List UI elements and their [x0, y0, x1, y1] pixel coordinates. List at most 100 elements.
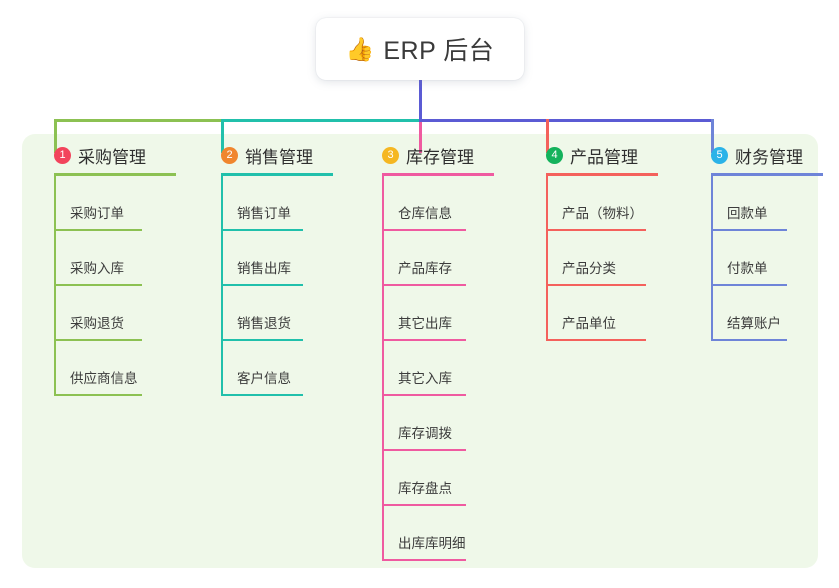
branch-item-underline — [221, 229, 303, 231]
branch-column-4: 4 产品管理产品（物料） 产品分类产品单位 — [530, 143, 695, 341]
branch-item-underline — [382, 229, 466, 231]
branch-spine — [711, 176, 713, 341]
branch-item-label: 其它入库 — [398, 371, 452, 386]
branch-spine — [382, 176, 384, 561]
drop-to-branch-4 — [546, 119, 549, 153]
branch-item[interactable]: 采购入库 — [38, 231, 198, 286]
bus-segment-2 — [221, 119, 422, 122]
branch-item-label: 回款单 — [727, 206, 768, 221]
branch-item[interactable]: 采购订单 — [38, 176, 198, 231]
branch-item[interactable]: 付款单 — [695, 231, 825, 286]
branch-item[interactable]: 供应商信息 — [38, 341, 198, 396]
branch-item-label: 销售订单 — [237, 206, 291, 221]
branch-items: 销售订单销售出库销售退货客户信息 — [205, 176, 365, 396]
branch-underline — [546, 173, 658, 176]
branch-item-label: 产品库存 — [398, 261, 452, 276]
branch-item-underline — [382, 559, 466, 561]
branch-item-underline — [546, 229, 646, 231]
branch-header-2[interactable]: 2 销售管理 — [205, 143, 365, 167]
branch-item-underline — [382, 339, 466, 341]
branch-item-underline — [382, 394, 466, 396]
branch-item[interactable]: 产品分类 — [530, 231, 695, 286]
branch-item[interactable]: 销售订单 — [205, 176, 365, 231]
branch-item[interactable]: 库存盘点 — [366, 451, 531, 506]
branch-items: 产品（物料） 产品分类产品单位 — [530, 176, 695, 341]
branch-spine — [546, 176, 548, 341]
branch-item[interactable]: 销售退货 — [205, 286, 365, 341]
branch-title: 产品管理 — [570, 147, 638, 167]
branch-item-underline — [54, 394, 142, 396]
branch-item-underline — [221, 284, 303, 286]
branch-item[interactable]: 结算账户 — [695, 286, 825, 341]
thumbs-up-icon: 👍 — [345, 35, 375, 62]
branch-underline — [382, 173, 494, 176]
branch-item[interactable]: 其它入库 — [366, 341, 531, 396]
bus-segment-1 — [54, 119, 224, 122]
branch-item-label: 产品单位 — [562, 316, 616, 331]
branch-item-label: 库存调拨 — [398, 426, 452, 441]
branch-items: 回款单付款单结算账户 — [695, 176, 825, 341]
branch-item-label: 付款单 — [727, 261, 768, 276]
branch-item-label: 其它出库 — [398, 316, 452, 331]
branch-item-underline — [711, 229, 787, 231]
drop-to-branch-1 — [54, 119, 57, 153]
root-node-label: ERP 后台 — [383, 37, 495, 65]
branch-item-underline — [382, 504, 466, 506]
branch-item[interactable]: 产品单位 — [530, 286, 695, 341]
branch-item-underline — [54, 284, 142, 286]
branch-underline — [54, 173, 176, 176]
branch-item-underline — [711, 284, 787, 286]
branch-item-label: 结算账户 — [727, 316, 781, 331]
branch-item-label: 销售退货 — [237, 316, 291, 331]
branch-item-underline — [711, 339, 787, 341]
branch-header-4[interactable]: 4 产品管理 — [530, 143, 695, 167]
branch-item-underline — [221, 339, 303, 341]
branch-items: 采购订单采购入库采购退货供应商信息 — [38, 176, 198, 396]
branch-item[interactable]: 销售出库 — [205, 231, 365, 286]
branch-item-underline — [382, 449, 466, 451]
branch-item-underline — [546, 339, 646, 341]
root-stem — [419, 80, 422, 122]
branch-item-label: 采购订单 — [70, 206, 124, 221]
branch-column-2: 2 销售管理销售订单销售出库销售退货客户信息 — [205, 143, 365, 396]
drop-to-branch-2 — [221, 119, 224, 153]
branch-item[interactable]: 产品库存 — [366, 231, 531, 286]
branch-item[interactable]: 产品（物料） — [530, 176, 695, 231]
branch-item[interactable]: 客户信息 — [205, 341, 365, 396]
branch-title: 库存管理 — [406, 147, 474, 167]
branch-item-label: 采购退货 — [70, 316, 124, 331]
branch-item[interactable]: 出库库明细 — [366, 506, 531, 561]
branch-item[interactable]: 其它出库 — [366, 286, 531, 341]
branch-item[interactable]: 采购退货 — [38, 286, 198, 341]
branch-item-label: 销售出库 — [237, 261, 291, 276]
branch-item-label: 出库库明细 — [398, 536, 466, 551]
branch-number-badge: 5 — [711, 146, 728, 164]
root-node[interactable]: 👍 ERP 后台 — [316, 18, 524, 80]
bus-segment-3 — [419, 119, 714, 122]
branch-title: 销售管理 — [245, 147, 313, 167]
branch-number-badge: 4 — [546, 146, 563, 164]
branch-item-label: 供应商信息 — [70, 371, 138, 386]
branch-underline — [221, 173, 333, 176]
branch-item-label: 客户信息 — [237, 371, 291, 386]
branch-item-label: 产品分类 — [562, 261, 616, 276]
branch-item-underline — [54, 339, 142, 341]
branch-number-badge: 1 — [54, 146, 71, 164]
branch-underline — [711, 173, 823, 176]
branch-item[interactable]: 仓库信息 — [366, 176, 531, 231]
branch-item-label: 采购入库 — [70, 261, 124, 276]
drop-to-branch-5 — [711, 119, 714, 153]
branch-number-badge: 2 — [221, 146, 238, 164]
branch-item[interactable]: 回款单 — [695, 176, 825, 231]
branch-item-label: 仓库信息 — [398, 206, 452, 221]
branch-item-label: 库存盘点 — [398, 481, 452, 496]
branch-items: 仓库信息产品库存其它出库其它入库库存调拨库存盘点出库库明细 — [366, 176, 531, 561]
branch-item[interactable]: 库存调拨 — [366, 396, 531, 451]
branch-item-underline — [221, 394, 303, 396]
